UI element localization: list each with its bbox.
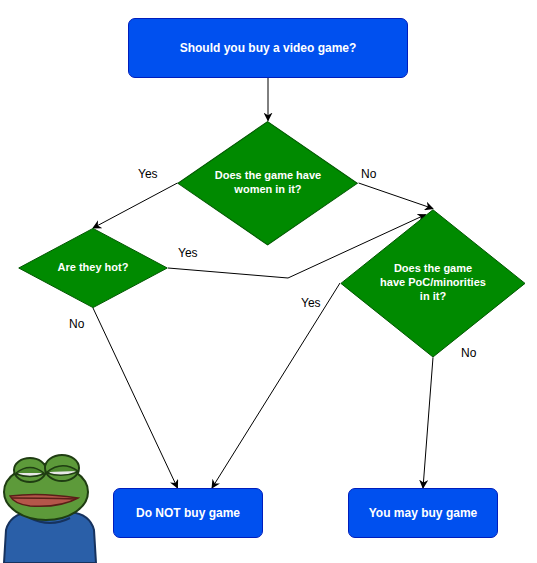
eye-bulge xyxy=(45,455,79,481)
node-label: Do NOT buy game xyxy=(136,506,240,521)
node-label: Does the game have women in it? xyxy=(212,169,324,197)
diamond-shape xyxy=(178,121,357,244)
pepe-illustration xyxy=(0,448,100,563)
eyelid xyxy=(47,466,78,472)
decision-diamond: Are they hot? xyxy=(18,228,168,308)
edge-label: Yes xyxy=(300,296,322,310)
lips xyxy=(10,494,78,506)
flow-arrow xyxy=(93,308,178,488)
result-box: Do NOT buy game xyxy=(113,488,263,538)
decision-diamond: Does the game have PoC/minorities in it? xyxy=(340,209,526,358)
edge-label: No xyxy=(460,346,477,360)
node-label: You may buy game xyxy=(369,506,477,521)
flow-arrow xyxy=(93,183,177,228)
result-box: You may buy game xyxy=(348,488,498,538)
node-label: Should you buy a video game? xyxy=(180,41,357,56)
flow-arrow xyxy=(359,183,433,209)
eyelid xyxy=(16,468,44,474)
flow-arrow xyxy=(268,78,269,121)
flow-arrow xyxy=(423,357,433,488)
edge-label: Yes xyxy=(137,167,159,181)
start-box: Should you buy a video game? xyxy=(128,18,408,78)
node-text-wrap: Do NOT buy game xyxy=(136,506,240,521)
node-text-wrap: Does the game have PoC/minorities in it? xyxy=(380,262,486,303)
node-label: Are they hot? xyxy=(58,261,129,275)
mouth-line xyxy=(12,498,76,499)
diamond-shape xyxy=(19,228,168,307)
flow-arrow xyxy=(212,283,340,488)
node-text-wrap: Should you buy a video game? xyxy=(180,41,357,56)
edge-label: No xyxy=(360,167,377,181)
edge-label: Yes xyxy=(177,246,199,260)
diamond-shape xyxy=(341,209,525,356)
edge-label: No xyxy=(68,317,85,331)
node-label: Does the game have PoC/minorities in it? xyxy=(380,262,486,303)
node-text-wrap: Does the game have women in it? xyxy=(212,169,324,197)
node-text-wrap: Are they hot? xyxy=(58,261,129,275)
decision-diamond: Does the game have women in it? xyxy=(177,121,358,246)
eye-bulge xyxy=(14,458,46,482)
node-text-wrap: You may buy game xyxy=(369,506,477,521)
